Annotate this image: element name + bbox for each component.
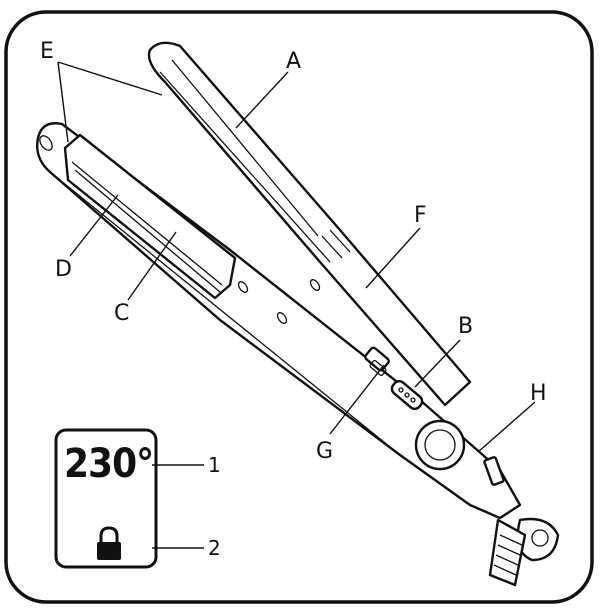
display-panel: 230° 1 2	[54, 428, 221, 569]
label-b: B	[458, 314, 473, 339]
label-c: C	[114, 301, 129, 326]
callout-number-2: 2	[208, 536, 221, 560]
temperature-readout: 230°	[64, 441, 153, 487]
label-e: E	[40, 39, 54, 64]
lock-icon	[97, 526, 121, 560]
lower-arm	[36, 122, 560, 587]
label-g: G	[316, 439, 333, 464]
upper-arm	[147, 41, 472, 407]
label-a: A	[286, 49, 301, 74]
callout-number-1: 1	[208, 453, 221, 477]
label-f: F	[414, 203, 427, 228]
label-d: D	[55, 257, 72, 282]
label-h: H	[530, 381, 547, 406]
callout-lines	[57, 61, 536, 453]
